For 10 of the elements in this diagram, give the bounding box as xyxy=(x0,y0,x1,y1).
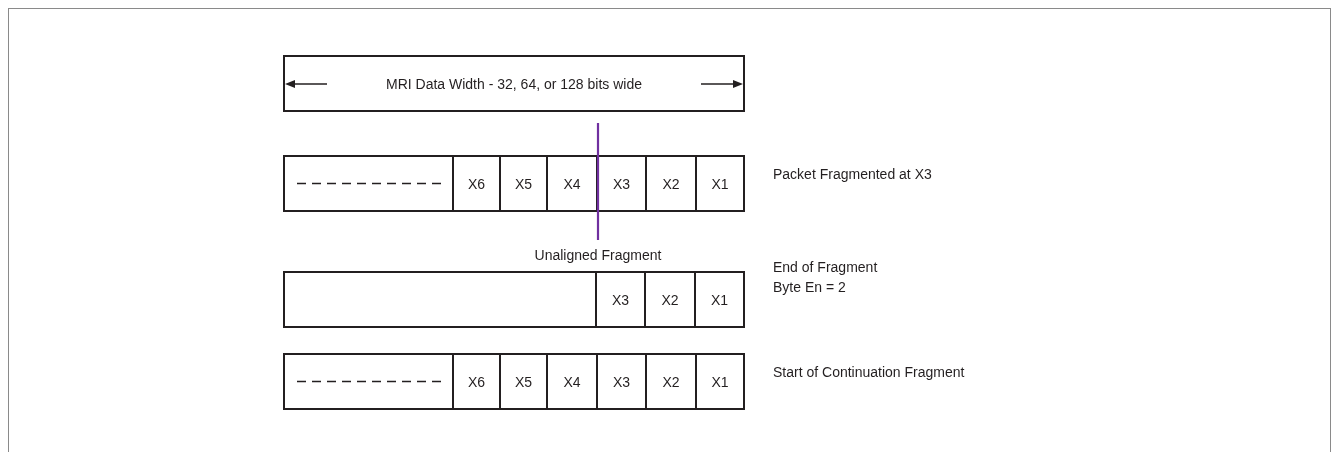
row-caption: Byte En = 2 xyxy=(773,278,847,297)
fragment-row xyxy=(283,271,745,328)
data-width-label: MRI Data Width - 32, 64, or 128 bits wide xyxy=(386,75,642,92)
fragment-row xyxy=(283,155,745,212)
row-caption: End of Fragment xyxy=(773,258,878,277)
fragment-label: Unaligned Fragment xyxy=(534,247,662,263)
row-caption: Start of Continuation Fragment xyxy=(773,363,965,382)
fragment-row xyxy=(283,353,745,410)
row-caption: Packet Fragmented at X3 xyxy=(773,165,932,184)
data-width-box xyxy=(283,55,745,112)
